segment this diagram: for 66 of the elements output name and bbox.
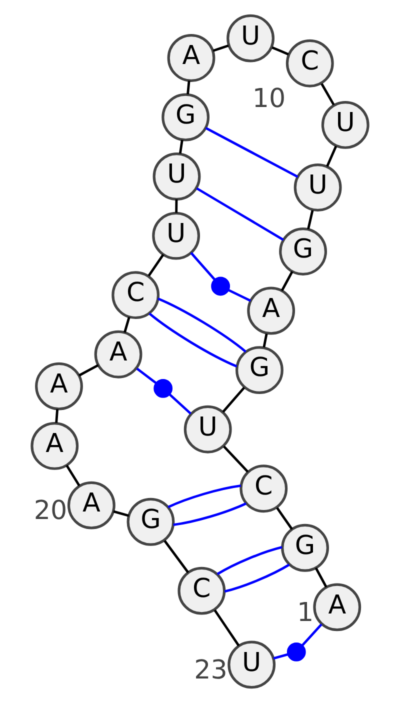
connector (78, 364, 99, 377)
connector (168, 393, 192, 415)
node-label: 1 (297, 598, 314, 628)
node-circle: A (247, 286, 296, 335)
node-circle: A (313, 583, 362, 632)
connector (276, 507, 293, 530)
connector (175, 199, 178, 213)
connector (307, 210, 314, 230)
connector (205, 126, 298, 178)
node-circle: A (94, 330, 142, 378)
node-circle: A (167, 34, 216, 82)
node-circle: G (279, 228, 327, 276)
connector (148, 254, 164, 277)
connector (301, 624, 322, 647)
connector (314, 567, 328, 588)
node-label: 10 (252, 84, 286, 114)
connector (224, 564, 290, 593)
connector (157, 298, 246, 353)
node-circle (286, 642, 306, 662)
node-circle: G (162, 93, 210, 142)
node-circle: G (281, 524, 329, 572)
connector (168, 484, 242, 508)
connector (178, 140, 184, 154)
connector (190, 252, 216, 281)
connector (223, 446, 249, 473)
connector (148, 312, 238, 368)
node-circle: U (321, 101, 370, 149)
node-circle (211, 276, 230, 296)
node-circle: U (294, 164, 342, 212)
connector (124, 316, 130, 333)
connector (66, 464, 80, 486)
connector (214, 610, 240, 646)
node-circle: U (152, 152, 201, 200)
connector (280, 270, 294, 292)
node-circle: U (228, 640, 276, 689)
node-label: 20 (34, 496, 68, 526)
connector (173, 502, 247, 526)
node-circle: G (126, 498, 175, 546)
connector (196, 187, 284, 241)
node-circle: C (178, 566, 226, 615)
connector (113, 510, 130, 517)
node-circle: G (236, 346, 284, 394)
connector (164, 540, 190, 574)
node-circle: C (286, 39, 334, 88)
node-circle: U (184, 405, 232, 454)
connector (55, 409, 59, 423)
node-label: 23 (194, 656, 228, 686)
node-circle: A (30, 422, 79, 470)
node-circle: A (67, 481, 116, 530)
connector (272, 46, 289, 56)
connector (262, 334, 268, 348)
connector (320, 83, 335, 106)
node-circle: A (35, 362, 83, 410)
node-circle: C (112, 271, 160, 320)
connector (216, 546, 282, 576)
node-circle: U (226, 14, 274, 62)
connector (273, 653, 288, 660)
connector (212, 44, 229, 52)
node-circle (154, 378, 173, 398)
connector (136, 368, 157, 384)
connector (186, 80, 190, 94)
connector (228, 288, 252, 302)
connector (326, 146, 338, 167)
node-circle: U (152, 212, 200, 260)
node-circle: C (240, 464, 288, 513)
connector (222, 386, 246, 413)
